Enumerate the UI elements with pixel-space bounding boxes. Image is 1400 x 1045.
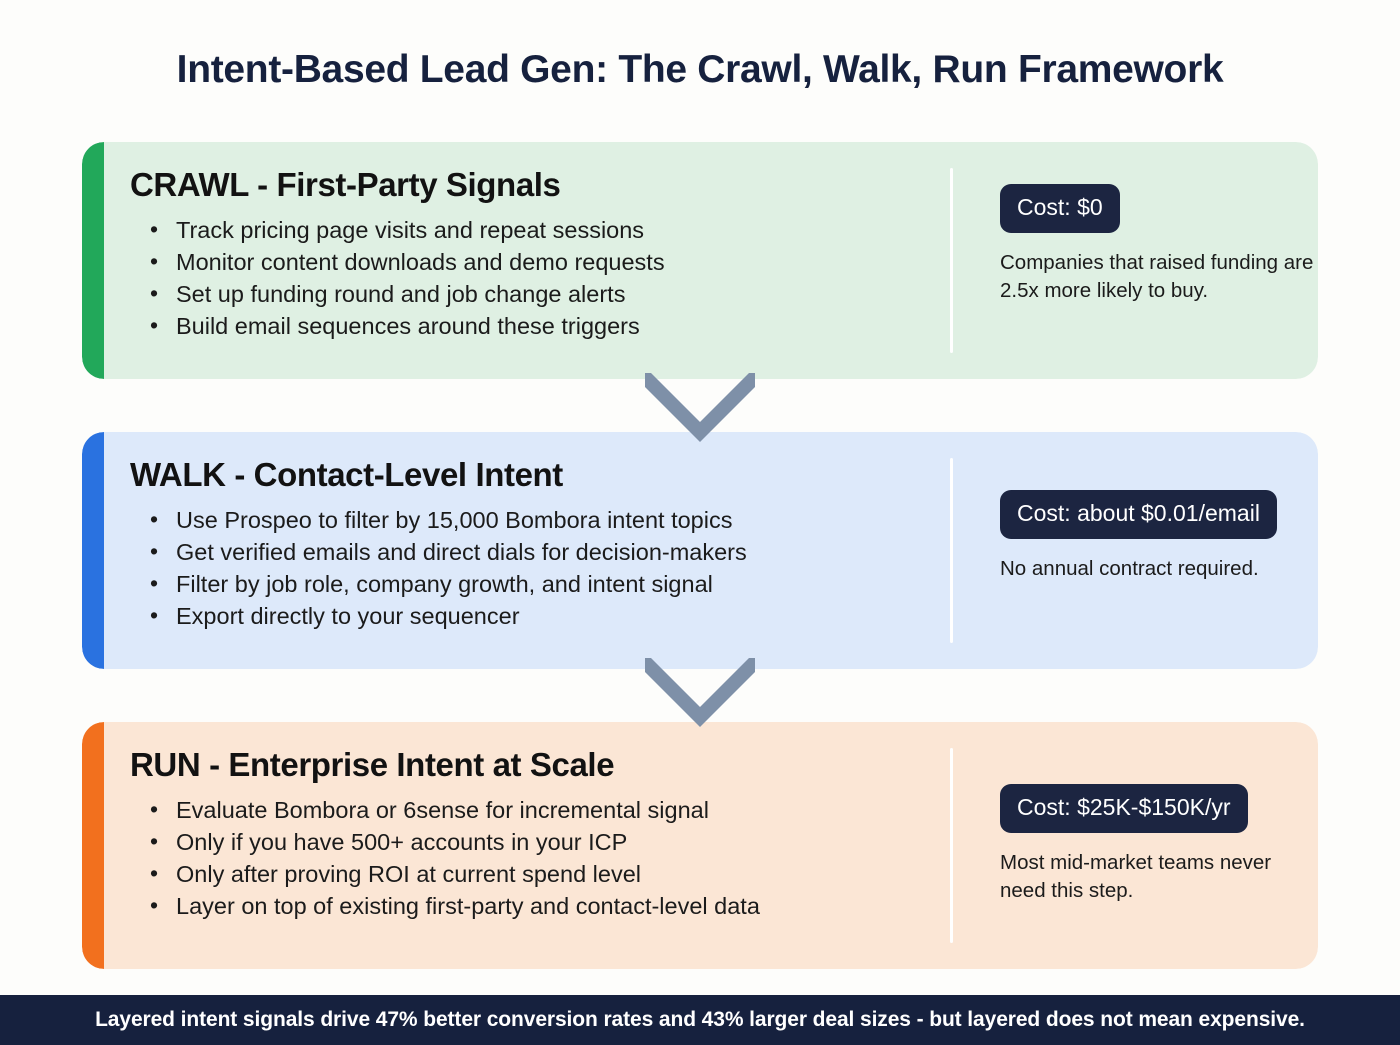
chevron-down-icon-crawl-to-walk <box>645 373 755 445</box>
footer-bar: Layered intent signals drive 47% better … <box>0 995 1400 1045</box>
stage-divider-crawl <box>950 168 953 353</box>
stage-divider-run <box>950 748 953 943</box>
list-item: Only after proving ROI at current spend … <box>150 857 964 890</box>
stage-accent-bar-walk <box>82 432 104 669</box>
stage-content-crawl: CRAWL - First-Party Signals Track pricin… <box>104 142 964 379</box>
list-item: Set up funding round and job change aler… <box>150 277 964 310</box>
stage-card-walk: WALK - Contact-Level Intent Use Prospeo … <box>82 432 1318 669</box>
stage-heading-crawl: CRAWL - First-Party Signals <box>130 166 561 203</box>
cost-badge-crawl: Cost: $0 <box>1000 184 1120 233</box>
chevron-down-icon-walk-to-run <box>645 658 755 730</box>
stage-heading-walk: WALK - Contact-Level Intent <box>130 456 563 493</box>
stage-divider-walk <box>950 458 953 643</box>
stage-content-walk: WALK - Contact-Level Intent Use Prospeo … <box>104 432 964 669</box>
stage-card-run: RUN - Enterprise Intent at Scale Evaluat… <box>82 722 1318 969</box>
page-title: Intent-Based Lead Gen: The Crawl, Walk, … <box>176 48 1224 91</box>
stage-cost-column-crawl: Cost: $0 Companies that raised funding a… <box>964 142 1318 379</box>
stage-heading-run: RUN - Enterprise Intent at Scale <box>130 746 615 783</box>
list-item: Filter by job role, company growth, and … <box>150 567 964 600</box>
list-item: Monitor content downloads and demo reque… <box>150 245 964 278</box>
cost-badge-run: Cost: $25K-$150K/yr <box>1000 784 1248 833</box>
stage-accent-bar-run <box>82 722 104 969</box>
cost-badge-walk: Cost: about $0.01/email <box>1000 490 1277 539</box>
cost-note-run: Most mid-market teams never need this st… <box>1000 851 1272 902</box>
stage-card-body-walk: WALK - Contact-Level Intent Use Prospeo … <box>104 432 1318 669</box>
list-item: Track pricing page visits and repeat ses… <box>150 213 964 246</box>
chevron-down-icon-shape <box>645 658 755 727</box>
stage-bullet-list-walk: Use Prospeo to filter by 15,000 Bombora … <box>130 503 964 632</box>
chevron-down-icon-shape <box>645 373 755 442</box>
stage-bullet-list-crawl: Track pricing page visits and repeat ses… <box>130 213 964 342</box>
cost-note-crawl: Companies that raised funding are 2.5x m… <box>1000 251 1314 302</box>
list-item: Get verified emails and direct dials for… <box>150 535 964 568</box>
stage-card-body-crawl: CRAWL - First-Party Signals Track pricin… <box>104 142 1318 379</box>
stage-bullet-list-run: Evaluate Bombora or 6sense for increment… <box>130 793 964 922</box>
list-item: Export directly to your sequencer <box>150 599 964 632</box>
cost-note-walk: No annual contract required. <box>1000 557 1259 580</box>
stage-content-run: RUN - Enterprise Intent at Scale Evaluat… <box>104 722 964 969</box>
stage-card-crawl: CRAWL - First-Party Signals Track pricin… <box>82 142 1318 379</box>
list-item: Build email sequences around these trigg… <box>150 309 964 342</box>
list-item: Use Prospeo to filter by 15,000 Bombora … <box>150 503 964 536</box>
stage-card-body-run: RUN - Enterprise Intent at Scale Evaluat… <box>104 722 1318 969</box>
list-item: Layer on top of existing first-party and… <box>150 889 964 922</box>
stage-accent-bar-crawl <box>82 142 104 379</box>
stage-cost-column-walk: Cost: about $0.01/email No annual contra… <box>964 432 1318 669</box>
list-item: Only if you have 500+ accounts in your I… <box>150 825 964 858</box>
stage-cost-column-run: Cost: $25K-$150K/yr Most mid-market team… <box>964 722 1318 969</box>
footer-text: Layered intent signals drive 47% better … <box>95 1008 1305 1031</box>
list-item: Evaluate Bombora or 6sense for increment… <box>150 793 964 826</box>
